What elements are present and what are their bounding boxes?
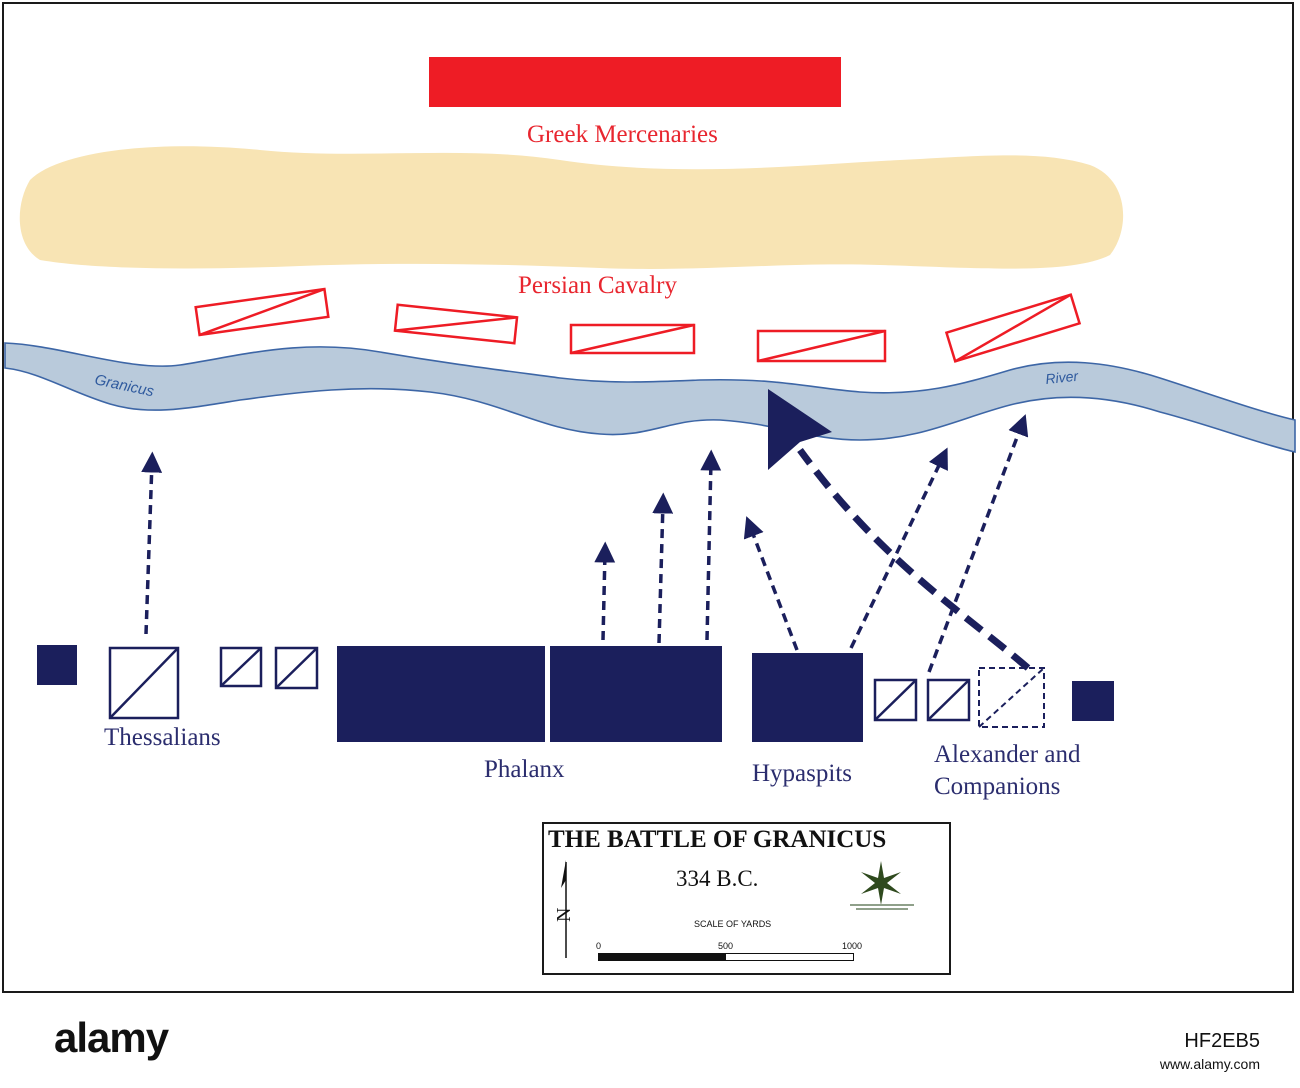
compass-rose-icon xyxy=(861,861,901,905)
companion-unit xyxy=(926,678,971,722)
macedonian-units xyxy=(37,645,1114,742)
hypaspists-label: Hypaspits xyxy=(752,760,852,787)
greek-mercenaries-label: Greek Mercenaries xyxy=(527,121,718,148)
scale-tick-label: 500 xyxy=(718,941,734,951)
main-arrow-head xyxy=(768,389,832,470)
stock-footer xyxy=(0,995,1300,1088)
hypaspists-block xyxy=(752,653,863,742)
hypaspist-advance-arrow xyxy=(743,516,799,651)
phalanx-advance-arrow xyxy=(594,541,616,641)
battle-date: 334 B.C. xyxy=(676,866,759,891)
map-title: THE BATTLE OF GRANICUS xyxy=(548,826,887,853)
map-legend: THE BATTLE OF GRANICUS 334 B.C. N SCALE … xyxy=(542,822,951,975)
phalanx-advance-arrow xyxy=(652,492,674,644)
companion-advance-arrow xyxy=(927,414,1029,673)
hill-area xyxy=(19,146,1124,269)
alexander-unit-dashed xyxy=(978,667,1045,728)
greek-mercenaries-block xyxy=(429,57,841,107)
battle-map-drawing: Granicus River xyxy=(4,57,1296,742)
scale-title: SCALE OF YARDS xyxy=(694,919,772,929)
thessalian-advance-arrow xyxy=(141,451,163,635)
footer-logo: alamy xyxy=(54,1014,169,1061)
companion-unit xyxy=(873,678,918,722)
footer-url: www.alamy.com xyxy=(1159,1056,1260,1072)
scale-tick-label: 1000 xyxy=(842,941,863,951)
right-flank-unit xyxy=(1072,681,1114,721)
granicus-river xyxy=(4,342,1296,454)
companions-label-line2: Companions xyxy=(934,773,1061,800)
cavalry-unit xyxy=(944,293,1082,363)
thessalian-cavalry-unit xyxy=(108,646,180,720)
cavalry-unit-small xyxy=(219,646,263,688)
left-flank-unit xyxy=(37,645,77,685)
cavalry-unit xyxy=(569,323,696,355)
alexander-main-attack-arrow xyxy=(797,447,1031,671)
footer-image-id: HF2EB5 xyxy=(1184,1030,1260,1052)
publisher-seal-line xyxy=(850,904,914,906)
river-label-east: River xyxy=(1045,368,1080,387)
cavalry-unit xyxy=(756,329,887,363)
scale-bar xyxy=(598,953,854,961)
scale-tick-label: 0 xyxy=(596,941,602,951)
cavalry-unit xyxy=(393,303,519,345)
companions-label-line1: Alexander and xyxy=(934,741,1081,768)
cavalry-unit-small xyxy=(274,646,319,690)
persian-cavalry-units xyxy=(194,287,1082,363)
phalanx-left-block xyxy=(337,646,545,742)
phalanx-right-block xyxy=(550,646,722,742)
publisher-seal-line xyxy=(856,908,908,910)
phalanx-label: Phalanx xyxy=(484,756,565,783)
phalanx-advance-arrow xyxy=(700,449,722,641)
advance-arrows xyxy=(141,414,1029,673)
cavalry-unit xyxy=(194,287,330,337)
persian-cavalry-label: Persian Cavalry xyxy=(518,272,677,299)
scale-bar-filled-segment xyxy=(599,954,726,960)
hypaspist-advance-arrow xyxy=(849,447,948,649)
north-arrow-icon: N xyxy=(553,860,575,958)
north-label: N xyxy=(553,908,575,922)
thessalians-label: Thessalians xyxy=(104,724,221,751)
